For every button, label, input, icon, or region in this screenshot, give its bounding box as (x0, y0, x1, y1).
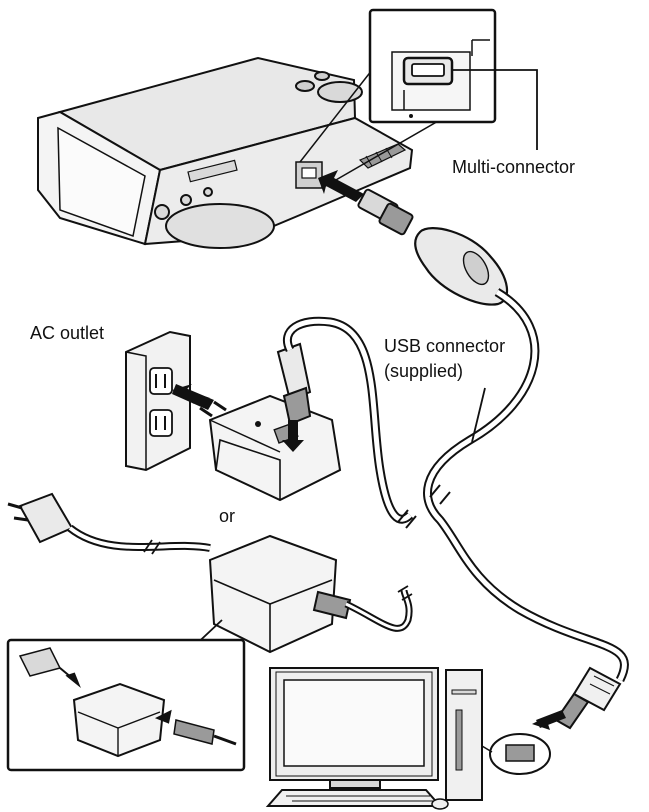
adapter-down-arrow (282, 420, 304, 452)
computer (265, 667, 551, 810)
adapter-inset-box (6, 638, 246, 772)
wall-plug-adapter (199, 342, 342, 502)
usb-cable (423, 288, 629, 683)
usb-cable-computer-plug (554, 666, 622, 730)
outlet-arrow-body (172, 384, 214, 410)
ac-outlet (125, 330, 191, 472)
corded-ac-adapter (7, 492, 413, 654)
usb-connector-leader (471, 387, 486, 443)
computer-port-arrow-body (536, 710, 566, 728)
multi-connector-label: Multi-connector (452, 157, 576, 177)
multi-connector-zoom-box (368, 8, 497, 124)
camera (37, 56, 414, 249)
multi-connector-leader (452, 69, 538, 150)
usb-cable-camera-plug (357, 188, 509, 306)
usb-connector-label: USB connector (384, 336, 506, 356)
or-label: or (219, 506, 236, 526)
ac-outlet-label: AC outlet (30, 323, 105, 343)
camera-port-arrow (318, 170, 364, 202)
zoom-callout-lines (299, 69, 441, 189)
adapter-cable (283, 316, 417, 529)
usb-connector-supplied-label: (supplied) (384, 361, 464, 381)
